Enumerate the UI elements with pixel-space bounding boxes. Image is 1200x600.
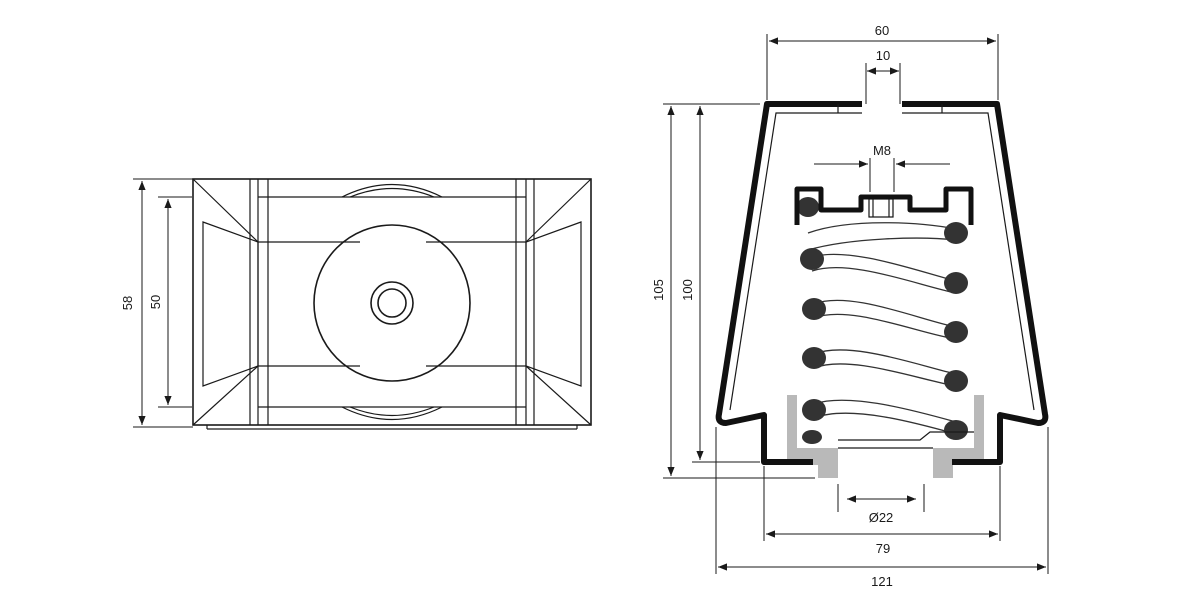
dim-label-79: 79 [876, 541, 890, 556]
coil-section [944, 370, 968, 392]
coil-section [944, 222, 968, 244]
coil-turn [813, 399, 957, 423]
coil-turn [813, 349, 957, 375]
plan-stud-ring-inner [377, 288, 407, 318]
coil-section [944, 321, 968, 343]
base-insert-right [933, 395, 984, 478]
plan-central-disk [313, 224, 471, 382]
plan-diagonal [192, 178, 259, 243]
plan-stud-ring-outer [370, 281, 414, 325]
coil-turn [813, 363, 957, 387]
plan-foot-arc [349, 187, 435, 198]
housing-right [902, 101, 1049, 465]
coil-section [797, 197, 819, 217]
coil-turn [807, 237, 957, 251]
coil-section [802, 347, 826, 369]
plan-outer-frame [192, 178, 592, 426]
coil-section [944, 420, 968, 440]
spring-seat [838, 431, 974, 441]
section-view [715, 101, 1049, 478]
dim-label-10: 10 [876, 48, 890, 63]
coil-turn [813, 299, 957, 328]
housing-inner-right [902, 112, 1035, 411]
coil-section [944, 272, 968, 294]
housing-left [715, 101, 862, 465]
plan-foot-arc [341, 406, 443, 420]
dim-label-m8: M8 [873, 143, 891, 158]
plan-foot-arc [341, 184, 443, 198]
dim-label-60: 60 [875, 23, 889, 38]
dim-label-105: 105 [651, 279, 666, 301]
dim-label-58: 58 [120, 296, 135, 310]
plan-diagonal [192, 365, 259, 426]
dim-label-121: 121 [871, 574, 893, 589]
housing-inner-left [729, 112, 862, 411]
coil-section [802, 430, 822, 444]
coil-turn [813, 412, 957, 435]
plan-foot-arc [349, 406, 435, 417]
base-insert-left [787, 395, 838, 478]
dim-label-d22: Ø22 [869, 510, 894, 525]
plan-view [192, 178, 592, 430]
dim-label-100: 100 [680, 279, 695, 301]
coil-section [800, 248, 824, 270]
coil-section [802, 298, 826, 320]
coil-turn [811, 253, 957, 282]
section-dimensions: 60 10 M8 105 100 Ø22 79 1 [651, 23, 1049, 589]
plan-dimensions: 58 50 [120, 178, 193, 428]
dim-label-50: 50 [148, 295, 163, 309]
coil-turn [807, 222, 957, 234]
plan-diagonal [525, 178, 592, 243]
coil-turn [811, 267, 957, 294]
coil-turn [813, 313, 957, 340]
plan-diagonal [525, 365, 592, 426]
spring-top-cap [794, 186, 974, 225]
coil-section [802, 399, 826, 421]
spring-coil [797, 197, 968, 444]
cap-stud-bore [868, 198, 894, 218]
